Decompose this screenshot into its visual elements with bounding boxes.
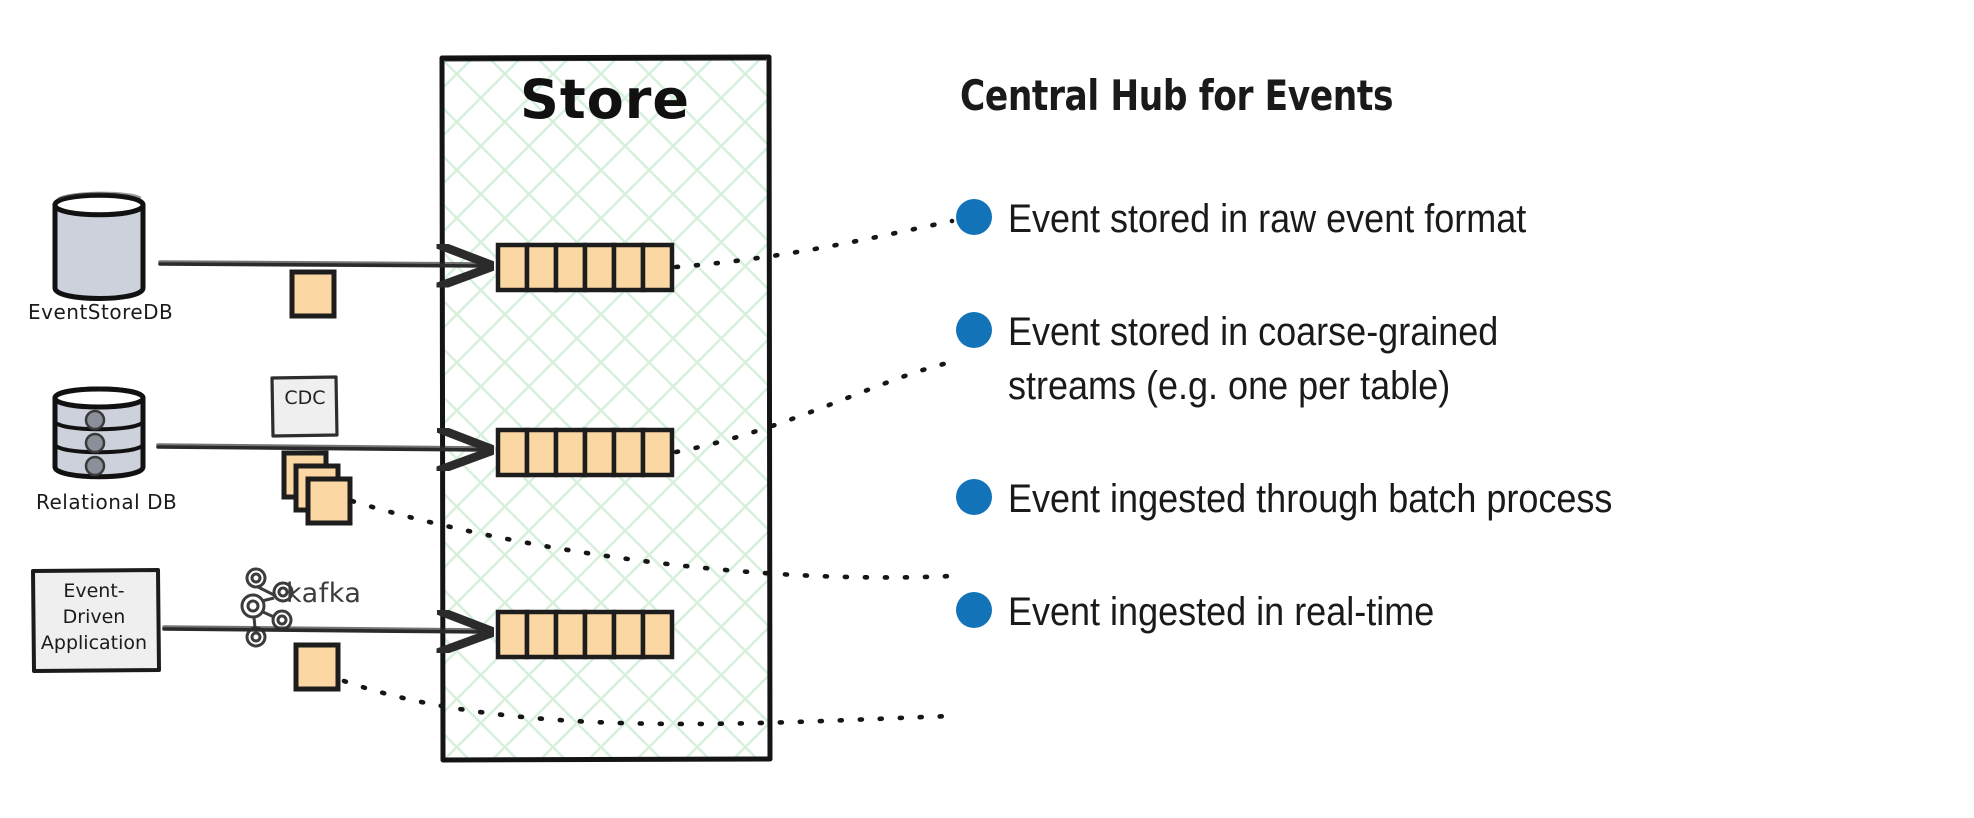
bullet-dot-icon xyxy=(956,199,992,235)
panel-title: Central Hub for Events xyxy=(960,71,1394,120)
bullet-label: Event stored in raw event format xyxy=(1008,197,1527,241)
arrow-eventdriven-app xyxy=(162,629,487,632)
callout-connectors xyxy=(341,218,955,727)
arrow-eventstoredb xyxy=(158,264,487,266)
relational-db-label: Relational DB xyxy=(36,490,178,514)
bullet-dot-icon xyxy=(956,312,992,348)
cdc-box-icon xyxy=(270,375,339,438)
store-title: Store xyxy=(519,68,691,131)
event-driven-application-label: Event- Driven Application xyxy=(38,578,150,656)
cdc-label: CDC xyxy=(284,387,326,409)
bullet-label: Event ingested in real-time xyxy=(1008,590,1435,634)
bullet-item-realtime-ingest: Event ingested in real-time xyxy=(956,585,1482,639)
single-event-square-eventstoredb xyxy=(289,269,337,319)
event-driven-application-box-icon xyxy=(31,568,161,673)
ingest-arrows xyxy=(156,262,487,632)
bullet-label: Event ingested through batch process xyxy=(1008,477,1613,521)
stream-realtime xyxy=(495,609,675,660)
connector-batch-ingest xyxy=(349,498,955,580)
callout-panel: Central Hub for Events Event stored in r… xyxy=(956,70,1966,634)
eventstoredb-cylinder-icon xyxy=(52,191,146,301)
connector-raw-format xyxy=(673,218,955,270)
relational-db-cylinder-icon xyxy=(52,386,146,480)
stacked-event-squares-relationaldb xyxy=(281,450,353,526)
bullet-item-raw-format: Event stored in raw event format xyxy=(956,192,1584,246)
connector-coarse-grained xyxy=(673,359,955,455)
kafka-icon xyxy=(240,567,294,648)
eventstoredb-label: EventStoreDB xyxy=(28,300,174,324)
arrow-relationaldb xyxy=(156,447,487,450)
eda-label-line-1: Event- xyxy=(63,580,125,602)
bullet-item-coarse-grained: Event stored in coarse-grained streams (… xyxy=(956,305,1553,413)
eda-label-line-3: Application xyxy=(40,632,148,654)
stream-raw-event xyxy=(495,242,675,293)
stream-coarse-grained xyxy=(495,427,675,478)
kafka-label: kafka xyxy=(286,578,362,609)
bullet-item-batch-ingest: Event ingested through batch process xyxy=(956,472,1680,526)
eda-label-line-2: Driven xyxy=(62,606,126,628)
bullet-dot-icon xyxy=(956,592,992,628)
connector-realtime-ingest xyxy=(341,678,955,727)
bullet-dot-icon xyxy=(956,479,992,515)
bullet-label: Event stored in coarse-grained streams (… xyxy=(1008,310,1499,408)
single-event-square-eventdriven-app xyxy=(293,642,341,692)
